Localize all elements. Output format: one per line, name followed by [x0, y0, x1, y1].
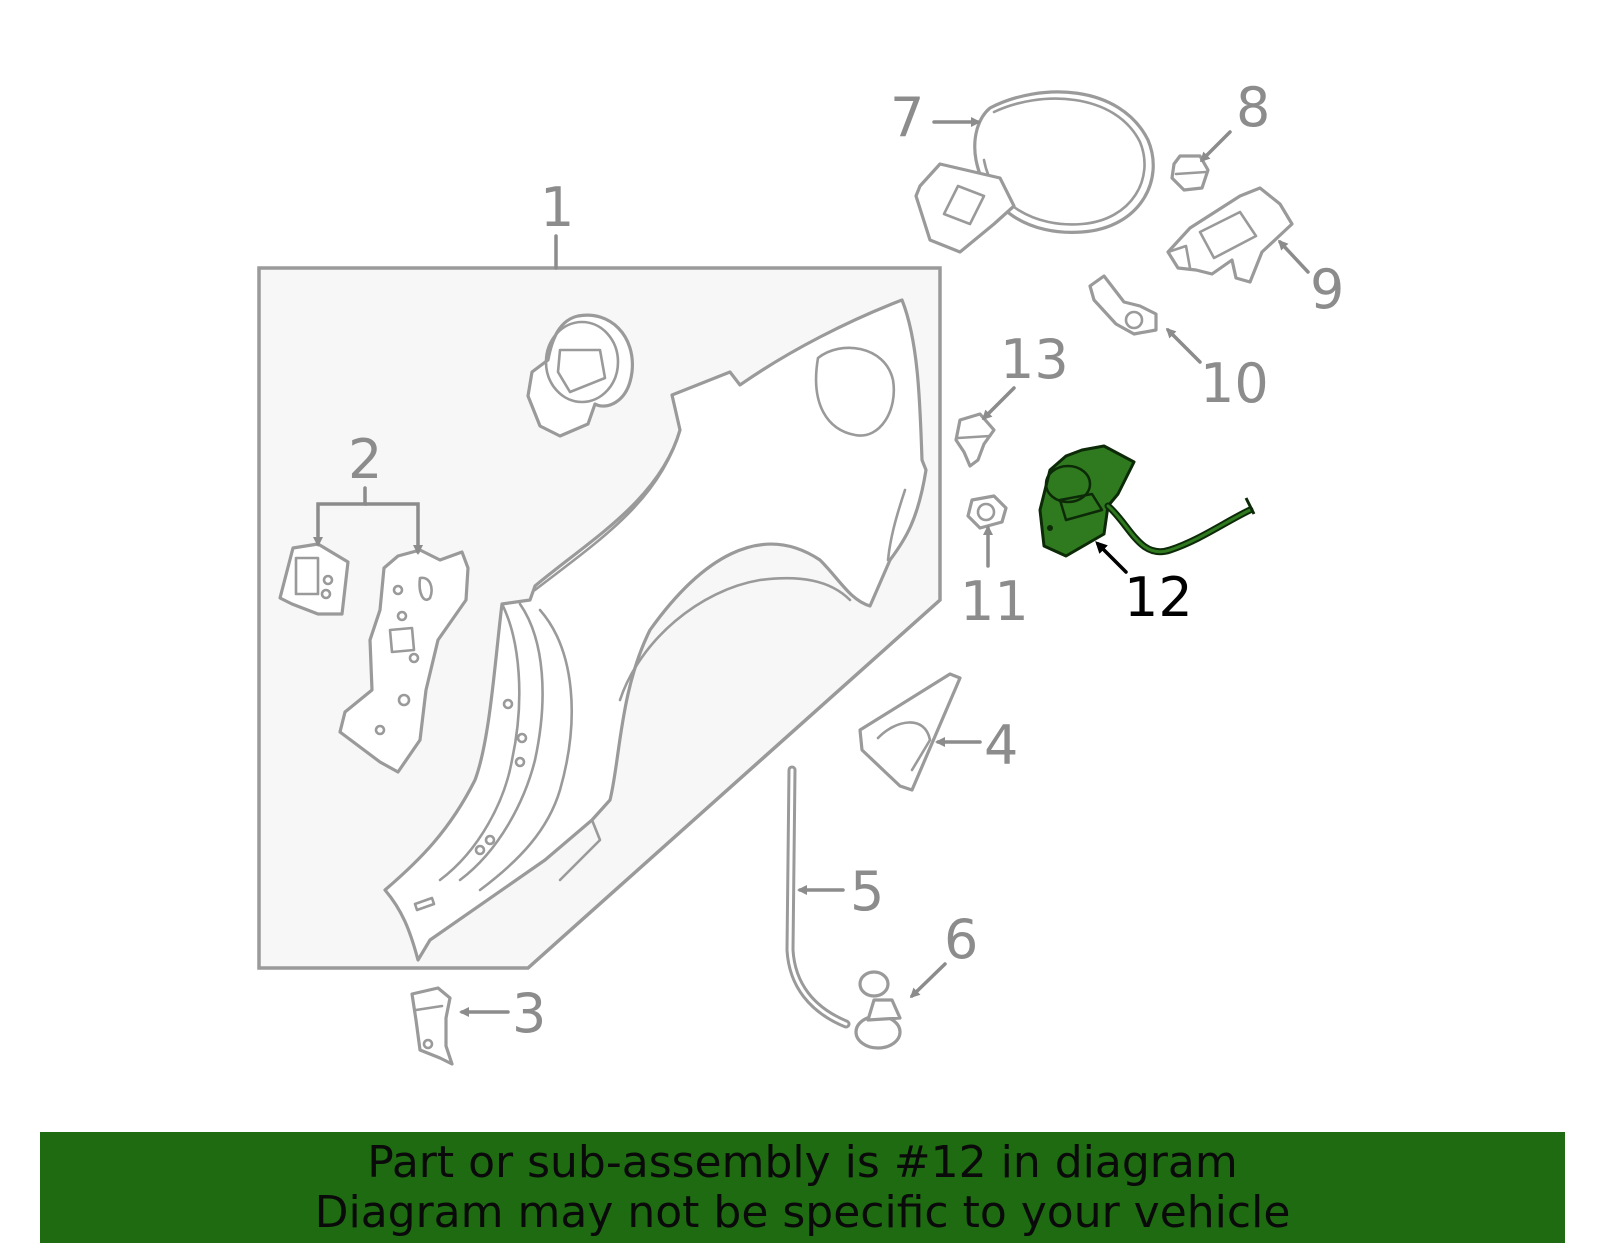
callout-4: 4: [984, 714, 1018, 777]
part-11-nut: [966, 494, 1008, 530]
info-banner: Part or sub-assembly is #12 in diagram D…: [40, 1132, 1565, 1243]
callout-9: 9: [1310, 258, 1344, 321]
part-9-actuator: [1166, 186, 1294, 284]
callout-5: 5: [850, 860, 884, 923]
banner-line-2: Diagram may not be specific to your vehi…: [314, 1186, 1291, 1238]
callout-7: 7: [890, 86, 924, 149]
part-4-gusset: [858, 672, 962, 792]
part-6-leader: [909, 962, 947, 999]
callout-10: 10: [1200, 352, 1269, 415]
part-2-brackets: [278, 542, 470, 774]
part-8-leader: [1199, 130, 1232, 163]
callout-13: 13: [1000, 328, 1069, 391]
callout-6: 6: [944, 908, 978, 971]
part-13-clip: [954, 412, 996, 468]
part-10-bracket: [1088, 274, 1158, 336]
callout-1: 1: [540, 176, 574, 239]
part-9-leader: [1277, 239, 1310, 274]
part-5-strip-inner: [788, 768, 848, 1026]
banner-line-1: Part or sub-assembly is #12 in diagram: [367, 1136, 1238, 1188]
part-13-leader: [981, 386, 1016, 421]
part-10-leader: [1165, 327, 1202, 364]
filler-housing: [526, 313, 634, 438]
part-12-highlighted[interactable]: [1038, 444, 1256, 558]
callout-8: 8: [1236, 76, 1270, 139]
part-2-leader-b: [363, 502, 423, 555]
part-12-leader: [1095, 541, 1128, 574]
callout-2: 2: [348, 428, 382, 491]
quarter-panel: [383, 298, 928, 962]
part-6-grommet: [854, 970, 902, 1050]
part-3-bracket: [410, 986, 454, 1066]
part-2-leader: [313, 486, 367, 547]
part-7-fuel-door: [914, 90, 1155, 254]
callout-12: 12: [1124, 566, 1193, 629]
callout-3: 3: [512, 982, 546, 1045]
callout-11: 11: [960, 570, 1029, 633]
